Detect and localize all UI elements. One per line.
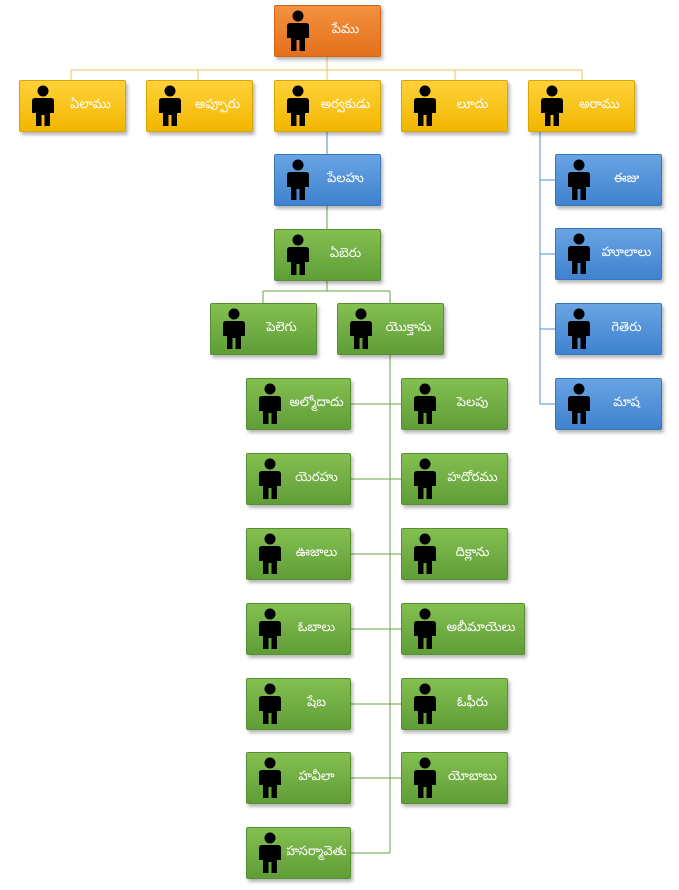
node-obalu[interactable]: ఓబాలు [246,603,351,655]
node-label: పేము [331,22,360,37]
person-icon [259,533,281,574]
person-icon [223,308,245,349]
node-abimayelu[interactable]: అబీమాయెలు [401,603,525,655]
node-label: అప్పూరు [194,97,241,112]
node-pelegu[interactable]: పెలెగు [210,303,317,355]
person-icon [568,383,590,424]
node-yoktanu[interactable]: యొక్తాను [337,303,444,355]
node-label: దిక్లాను [455,545,490,560]
node-yerahu[interactable]: యెరహు [246,453,351,505]
node-label: హూలాలు [601,245,652,260]
person-icon [259,383,281,424]
person-icon [350,308,372,349]
node-pelahu[interactable]: పేలహు [274,154,381,206]
person-icon [414,683,436,724]
person-icon [414,383,436,424]
node-label: యొక్తాను [385,320,432,335]
person-icon [259,458,281,499]
node-label: ఊజాలు [295,545,338,560]
node-aramu[interactable]: అరాము [528,80,635,132]
person-icon [32,85,54,126]
node-havila[interactable]: హవీలా [246,752,351,804]
node-label: పెలపు [456,395,489,410]
person-icon [259,757,281,798]
node-label: యోబాబు [447,769,498,784]
node-label: హవీలా [298,769,335,784]
node-label: గెతెరు [611,320,642,335]
node-label: ఓబాలు [297,620,336,635]
node-yobabu[interactable]: యోబాబు [401,752,508,804]
node-diklanu[interactable]: దిక్లాను [401,528,508,580]
node-peba[interactable]: షేబ [246,678,351,730]
node-almodadu[interactable]: అల్మోదాదు [246,378,351,430]
person-icon [414,85,436,126]
node-label: అల్మోదాదు [289,395,344,410]
node-ujalu[interactable]: ఊజాలు [246,528,351,580]
person-icon [414,458,436,499]
person-icon [287,85,309,126]
node-label: పెలెగు [266,320,297,335]
person-icon [568,159,590,200]
node-label: హదోరము [447,470,498,485]
node-arvakudu[interactable]: అర్వకుడు [274,80,381,132]
person-icon [287,159,309,200]
node-root[interactable]: పేము [274,5,381,57]
node-ludu[interactable]: లూదు [401,80,508,132]
node-label: షేబ [306,695,327,710]
node-label: ఈజు [613,171,640,186]
person-icon [159,85,181,126]
person-icon [259,683,281,724]
node-appuru[interactable]: అప్పూరు [146,80,253,132]
node-eju[interactable]: ఈజు [555,154,662,206]
person-icon [287,10,309,51]
person-icon [414,608,436,649]
node-label: యెరహు [295,470,338,485]
node-label: హసర్మావెతు [287,844,346,859]
person-icon [259,832,281,873]
node-label: పేలహు [327,171,364,186]
node-elamu[interactable]: ఏలాము [19,80,126,132]
node-geteru[interactable]: గెతెరు [555,303,662,355]
person-icon [414,533,436,574]
person-icon [414,757,436,798]
node-hadoramu[interactable]: హదోరము [401,453,508,505]
person-icon [287,234,309,275]
node-label: ఏలాము [70,97,111,112]
node-masha[interactable]: మాష [555,378,662,430]
node-opiru[interactable]: ఓఫీరు [401,678,508,730]
node-label: మాష [613,395,640,410]
node-label: లూదు [456,97,489,112]
person-icon [568,308,590,349]
node-pelapu[interactable]: పెలపు [401,378,508,430]
node-hulalu[interactable]: హూలాలు [555,228,662,280]
node-label: ఏబెరు [329,246,362,261]
person-icon [259,608,281,649]
person-icon [541,85,563,126]
node-label: ఓఫీరు [457,695,488,710]
node-label: అరాము [579,97,620,112]
node-label: అర్వకుడు [320,97,371,112]
node-hasarmavetu[interactable]: హసర్మావెతు [246,827,351,879]
person-icon [568,233,590,274]
node-eberu[interactable]: ఏబెరు [274,229,381,281]
node-label: అబీమాయెలు [446,620,516,635]
